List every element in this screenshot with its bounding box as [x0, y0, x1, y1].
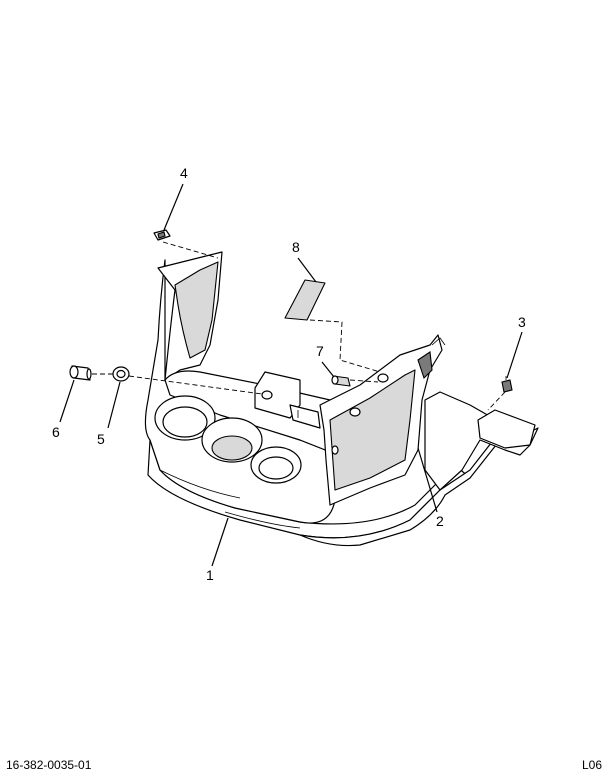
callout-5: 5: [97, 431, 105, 447]
part-7-screw: [331, 375, 351, 387]
callout-7: 7: [316, 343, 324, 359]
leader-lines: [59, 183, 523, 567]
callout-4: 4: [180, 165, 188, 181]
callout-6: 6: [52, 424, 60, 440]
sheet-code: L06: [581, 758, 602, 772]
part-8-pad: [284, 279, 326, 321]
callout-8: 8: [292, 239, 300, 255]
callout-3: 3: [518, 314, 526, 330]
part-4-bracket: [153, 229, 171, 241]
part-6-plug: [69, 365, 92, 381]
callout-2: 2: [436, 513, 444, 529]
assembly-lines: [92, 241, 506, 411]
right-wing-panel: [424, 391, 539, 491]
part-5-grommet: [112, 366, 130, 382]
part-2-side-panel: [319, 334, 446, 506]
callouts: 4 8 3 7 6 5 2 1: [52, 165, 526, 583]
part-3-clip: [501, 376, 513, 393]
part-1-console-body: [144, 251, 503, 547]
document-number: 16-382-0035-01: [6, 758, 92, 772]
callout-1: 1: [206, 567, 214, 583]
